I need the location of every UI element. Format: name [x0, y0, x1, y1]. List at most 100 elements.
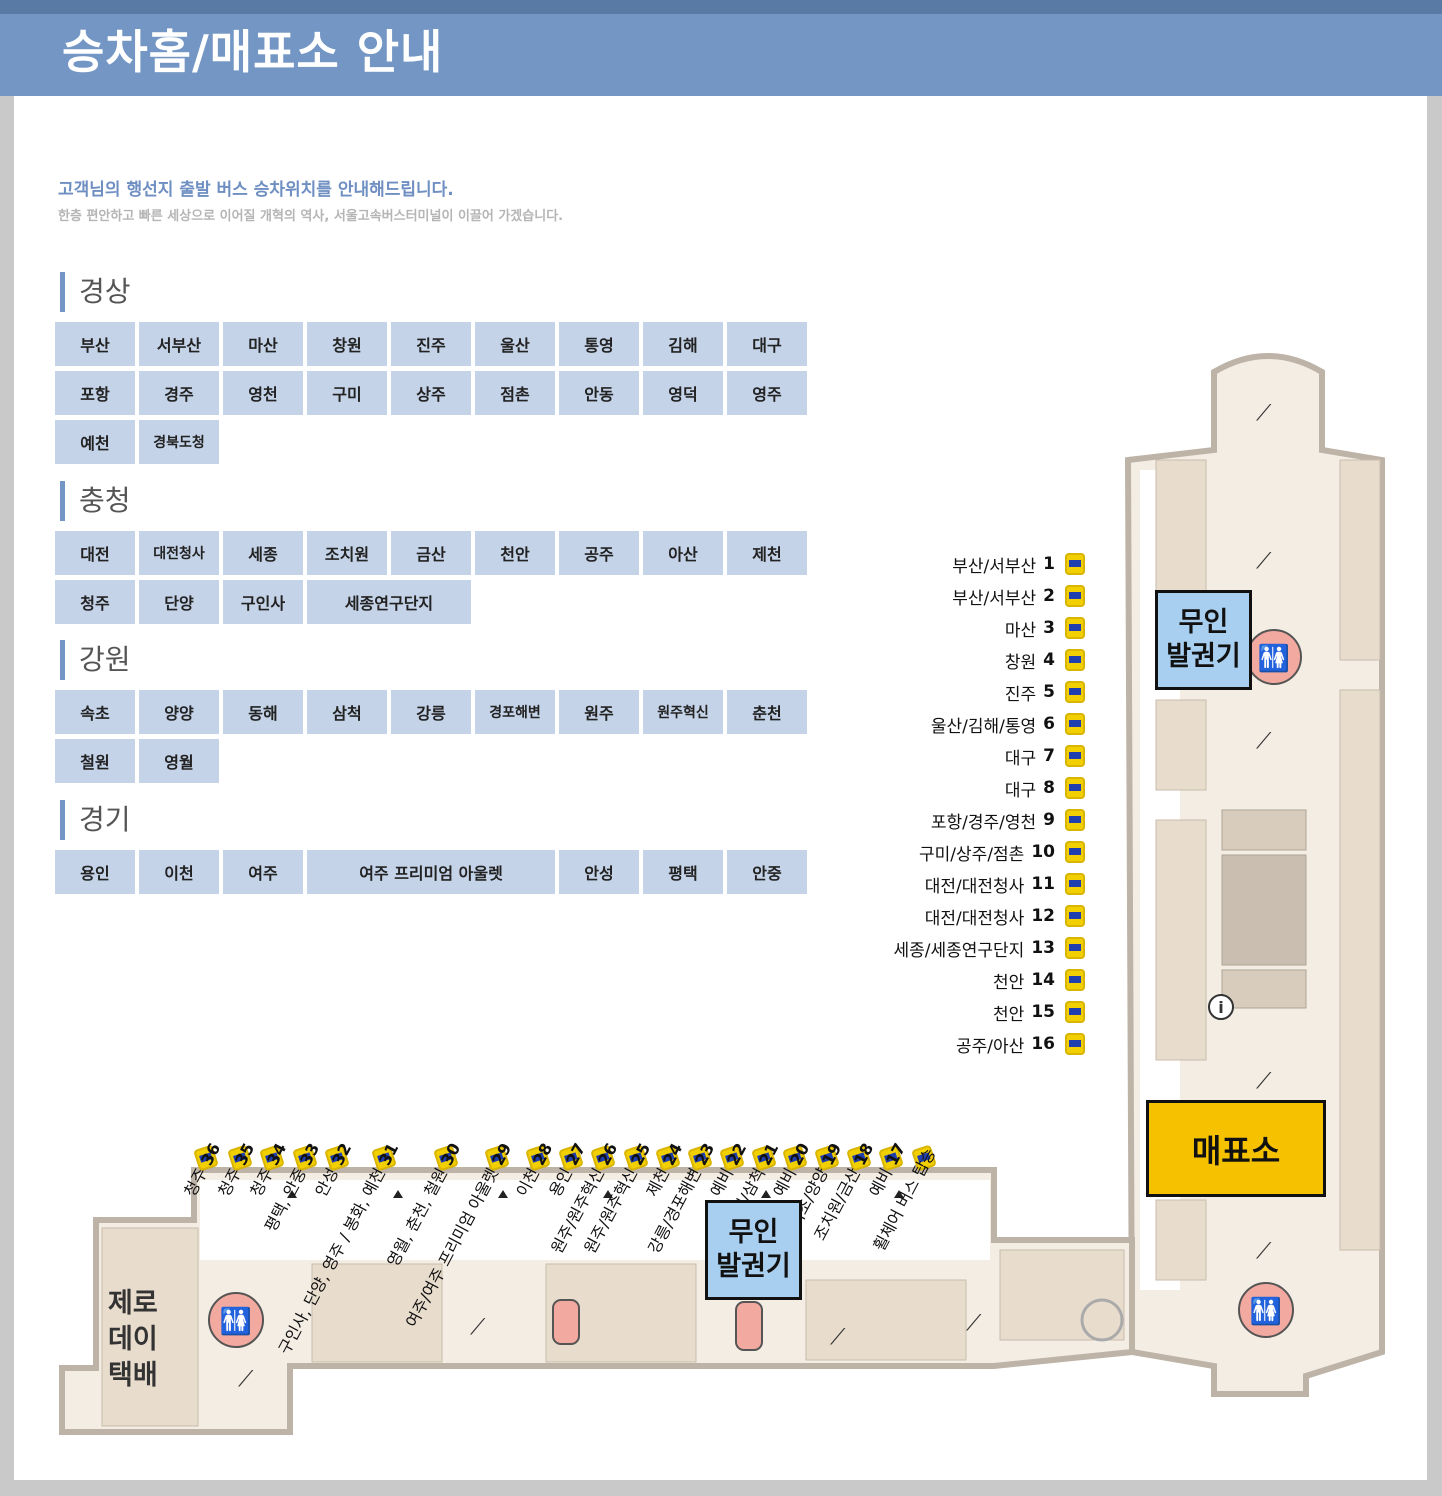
platform-number: 10 [1031, 842, 1055, 862]
region-title: 강원 [60, 640, 131, 680]
destination-button[interactable]: 조치원 [307, 531, 387, 575]
platform-destination: 진주 [1004, 684, 1037, 705]
platform-destination: 천안 [993, 972, 1025, 993]
destination-button[interactable]: 춘천 [727, 690, 807, 734]
destination-button[interactable]: 부산 [55, 322, 135, 366]
platform-row[interactable]: 천안 14 [993, 966, 1085, 994]
platform-row[interactable]: 부산/서부산 2 [952, 582, 1085, 610]
platform-number: 15 [1031, 1002, 1055, 1022]
destination-button[interactable]: 안동 [559, 371, 639, 415]
destination-button[interactable]: 영천 [223, 371, 303, 415]
platform-number: 14 [1031, 970, 1055, 990]
destination-button[interactable]: 양양 [139, 690, 219, 734]
destination-button[interactable]: 구인사 [223, 580, 303, 624]
stairs-icon: ⟋ [238, 1367, 254, 1392]
destination-button[interactable]: 구미 [307, 371, 387, 415]
destination-button[interactable]: 예천 [55, 420, 135, 464]
destination-button[interactable]: 서부산 [139, 322, 219, 366]
destination-button[interactable]: 여주 프리미엄 아울렛 [307, 850, 555, 894]
destination-button[interactable]: 강릉 [391, 690, 471, 734]
destination-button[interactable]: 영주 [727, 371, 807, 415]
bus-icon [1065, 649, 1085, 671]
destination-button[interactable]: 용인 [55, 850, 135, 894]
destination-button[interactable]: 철원 [55, 739, 135, 783]
platform-destination: 울산/김해/통영 [930, 716, 1037, 737]
destination-button[interactable]: 대구 [727, 322, 807, 366]
destination-button[interactable]: 대전 [55, 531, 135, 575]
destination-button[interactable]: 원주혁신 [643, 690, 723, 734]
platform-number: 4 [1043, 650, 1055, 670]
destination-button[interactable]: 천안 [475, 531, 555, 575]
destination-button[interactable]: 마산 [223, 322, 303, 366]
destination-button[interactable]: 창원 [307, 322, 387, 366]
ticket-office[interactable]: 매표소 [1146, 1100, 1326, 1197]
destination-button[interactable]: 울산 [475, 322, 555, 366]
bus-icon [1065, 585, 1085, 607]
stairs-icon: ⟋ [1256, 1069, 1272, 1094]
destination-button[interactable]: 포항 [55, 371, 135, 415]
destination-button[interactable]: 경주 [139, 371, 219, 415]
destination-button[interactable]: 속초 [55, 690, 135, 734]
destination-button[interactable]: 점촌 [475, 371, 555, 415]
destination-button[interactable]: 경북도청 [139, 420, 219, 464]
bus-icon [1065, 777, 1085, 799]
platform-destination: 부산/서부산 [952, 556, 1037, 577]
destination-button[interactable]: 영월 [139, 739, 219, 783]
platform-number: 2 [1043, 586, 1055, 606]
destination-button[interactable]: 평택 [643, 850, 723, 894]
destination-button[interactable]: 이천 [139, 850, 219, 894]
destination-button[interactable]: 금산 [391, 531, 471, 575]
destination-button[interactable]: 진주 [391, 322, 471, 366]
zero-day-delivery: 제로 데이 택배 [108, 1288, 158, 1391]
restroom-icon [1238, 1282, 1294, 1338]
elevator-block [1221, 809, 1307, 851]
destination-button[interactable]: 대전청사 [139, 531, 219, 575]
region-title: 경상 [60, 272, 131, 312]
east-room [1339, 459, 1381, 661]
destination-button[interactable]: 단양 [139, 580, 219, 624]
platform-row[interactable]: 울산/김해/통영 6 [931, 710, 1085, 738]
platform-number: 12 [1031, 906, 1055, 926]
platform-destination: 공주/아산 [956, 1036, 1025, 1057]
platform-destination: 부산/서부산 [952, 588, 1037, 609]
bus-icon [1065, 1001, 1085, 1023]
destination-button[interactable]: 세종 [223, 531, 303, 575]
destination-button[interactable]: 통영 [559, 322, 639, 366]
bus-icon [1065, 873, 1085, 895]
destination-button[interactable]: 안성 [559, 850, 639, 894]
destination-button[interactable]: 여주 [223, 850, 303, 894]
stairs-icon: ⟋ [966, 1311, 982, 1336]
destination-button[interactable]: 세종연구단지 [307, 580, 471, 624]
womens-restroom-icon [552, 1299, 580, 1345]
destination-button[interactable]: 원주 [559, 690, 639, 734]
platform-number: 1 [1043, 554, 1055, 574]
destination-button[interactable]: 청주 [55, 580, 135, 624]
destination-button[interactable]: 삼척 [307, 690, 387, 734]
ticket-kiosk-south[interactable]: 무인 발권기 [705, 1200, 802, 1300]
platform-number: 6 [1043, 714, 1055, 734]
destination-button[interactable]: 아산 [643, 531, 723, 575]
destination-button[interactable]: 동해 [223, 690, 303, 734]
destination-button[interactable]: 김해 [643, 322, 723, 366]
destination-button[interactable]: 안중 [727, 850, 807, 894]
destination-button[interactable]: 경포해변 [475, 690, 555, 734]
destination-button[interactable]: 상주 [391, 371, 471, 415]
platform-row[interactable]: 부산/서부산 1 [952, 550, 1085, 578]
destination-button[interactable]: 공주 [559, 531, 639, 575]
destination-button[interactable]: 제천 [727, 531, 807, 575]
ticket-kiosk-east[interactable]: 무인 발권기 [1155, 590, 1252, 690]
destination-button[interactable]: 영덕 [643, 371, 723, 415]
bus-icon [1065, 553, 1085, 575]
